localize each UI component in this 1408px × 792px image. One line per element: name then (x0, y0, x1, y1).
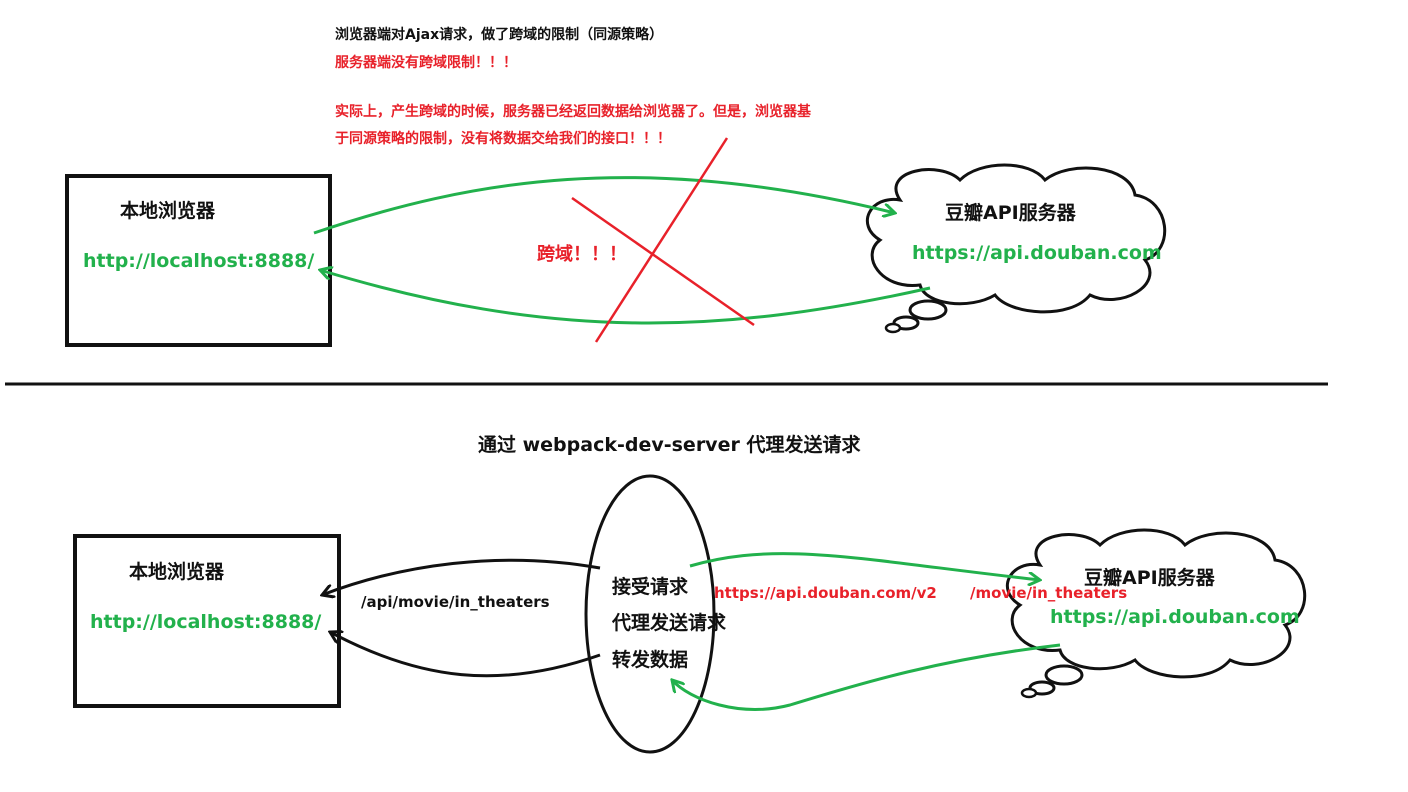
server-url-bottom: https://api.douban.com (1050, 606, 1300, 628)
browser-to-proxy-arrow (322, 558, 601, 595)
proxy-ellipse (584, 474, 716, 754)
server-cloud-top (866, 163, 1167, 314)
browser-box-bottom (73, 534, 341, 708)
request-path-label: /api/movie/in_theaters (361, 593, 550, 611)
proxy-line-3: 转发数据 (612, 649, 689, 671)
server-label-top: 豆瓣API服务器 (945, 202, 1076, 224)
note-line-3: 实际上，产生跨域的时候，服务器已经返回数据给浏览器了。但是，浏览器基 (335, 104, 811, 120)
cloud-bubble (908, 299, 948, 321)
cloud-bubble (1044, 664, 1084, 686)
server-url-top: https://api.douban.com (912, 242, 1162, 264)
browser-label-bottom: 本地浏览器 (129, 561, 225, 583)
cloud-bubble (1020, 687, 1038, 699)
note-line-4: 于同源策略的限制，没有将数据交给我们的接口！！！ (335, 131, 671, 147)
cross-mark (594, 137, 729, 343)
browser-url-bottom: http://localhost:8888/ (90, 611, 322, 633)
server-cloud-bottom (1006, 528, 1307, 679)
browser-url-top: http://localhost:8888/ (83, 250, 315, 272)
upstream-base-url: https://api.douban.com/v2 (714, 584, 937, 602)
proxy-line-1: 接受请求 (612, 576, 689, 598)
server-label-bottom: 豆瓣API服务器 (1084, 567, 1215, 589)
cross-mark (571, 196, 755, 327)
request-arrow-top (313, 176, 895, 235)
note-line-2: 服务器端没有跨域限制！！！ (335, 55, 517, 71)
proxy-to-server-arrow (689, 552, 1040, 580)
upstream-path: /movie/in_theaters (970, 584, 1128, 602)
bottom-title: 通过 webpack-dev-server 代理发送请求 (478, 434, 861, 456)
cross-origin-label: 跨域！！！ (537, 244, 627, 265)
server-to-proxy-arrow (672, 643, 1061, 711)
note-line-1: 浏览器端对Ajax请求，做了跨域的限制（同源策略） (335, 27, 664, 43)
response-arrow-top (320, 270, 931, 325)
proxy-to-browser-arrow (330, 632, 601, 678)
browser-label-top: 本地浏览器 (120, 200, 216, 222)
proxy-line-2: 代理发送请求 (612, 612, 727, 634)
browser-box-top (65, 174, 332, 347)
cloud-bubble (884, 322, 902, 334)
